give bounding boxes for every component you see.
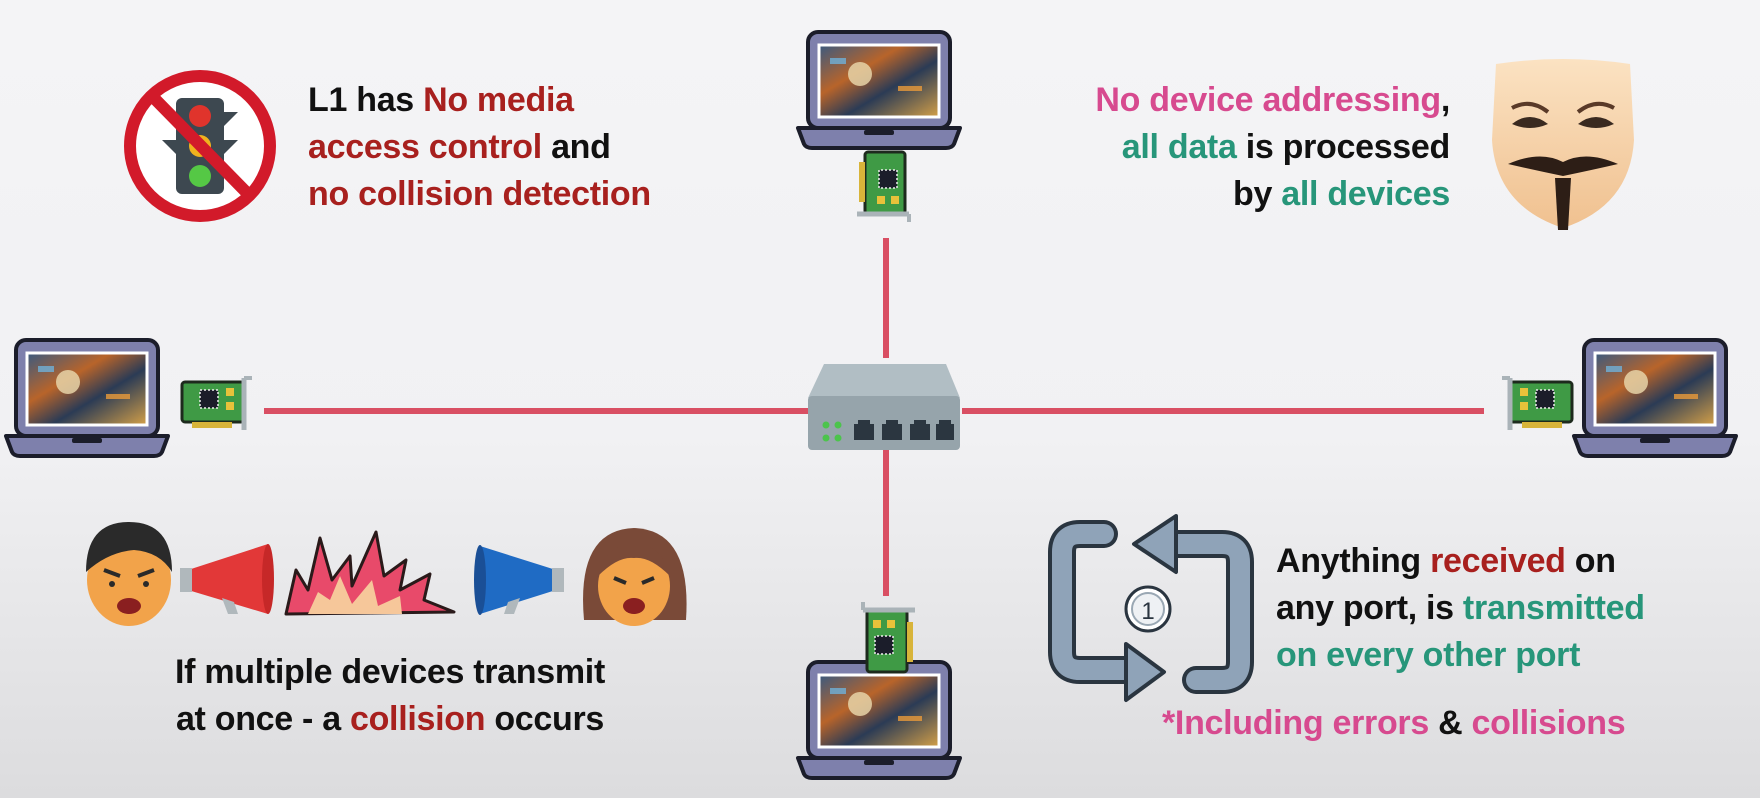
no-collision-detection: no collision detection [308, 175, 651, 213]
on-every-other-port: on every other port [1276, 636, 1581, 674]
repeat-arrows-icon: 1 [1048, 514, 1254, 702]
access-control: access control [308, 128, 542, 166]
all-devices: all devices [1281, 175, 1450, 213]
angry-woman-icon [583, 528, 687, 626]
laptop-icon [1572, 338, 1738, 458]
transmitted: transmitted [1462, 589, 1645, 627]
ampersand: & [1428, 704, 1472, 742]
collision: collision [349, 700, 486, 738]
no-device-addressing: No device addressing [1095, 81, 1441, 119]
received: received [1430, 542, 1566, 580]
no-media: No media [423, 81, 574, 119]
bottom-left-text: If multiple devices transmit at once - a… [100, 649, 680, 743]
repeat-counter: 1 [1141, 598, 1154, 625]
at-once: at once - a [175, 700, 350, 738]
on: on [1565, 542, 1616, 580]
network-card-icon [1502, 378, 1572, 430]
comma: , [1440, 81, 1450, 119]
top-left-text: L1 has No media access control and no co… [308, 77, 651, 218]
megaphone-icon [180, 544, 274, 614]
anything: Anything [1276, 542, 1431, 580]
network-card-icon [182, 378, 252, 430]
collision-line-1: If multiple devices transmit [175, 653, 605, 691]
is-processed: is processed [1236, 128, 1451, 166]
and: and [541, 128, 611, 166]
top-right-text: No device addressing, all data is proces… [990, 77, 1450, 218]
l1-has: L1 has [308, 81, 424, 119]
all-data: all data [1121, 128, 1237, 166]
hub-icon [808, 364, 960, 450]
network-card-icon [857, 152, 909, 222]
by: by [1233, 175, 1282, 213]
no-traffic-light-icon [124, 70, 276, 222]
laptop-icon [796, 660, 962, 780]
including-errors: *Including errors [1162, 704, 1429, 742]
explosion-icon [284, 530, 456, 616]
any-port: any port, is [1276, 589, 1463, 627]
network-card-icon [863, 602, 915, 672]
collisions: collisions [1471, 704, 1626, 742]
megaphone-icon [474, 545, 564, 615]
bottom-right-text: Anything received on any port, is transm… [1276, 538, 1645, 679]
anonymous-mask-icon [1492, 59, 1634, 230]
angry-man-icon [86, 522, 172, 626]
laptop-icon [796, 30, 962, 150]
laptop-icon [4, 338, 170, 458]
footnote: *Including errors & collisions [1162, 700, 1626, 747]
occurs: occurs [485, 700, 605, 738]
